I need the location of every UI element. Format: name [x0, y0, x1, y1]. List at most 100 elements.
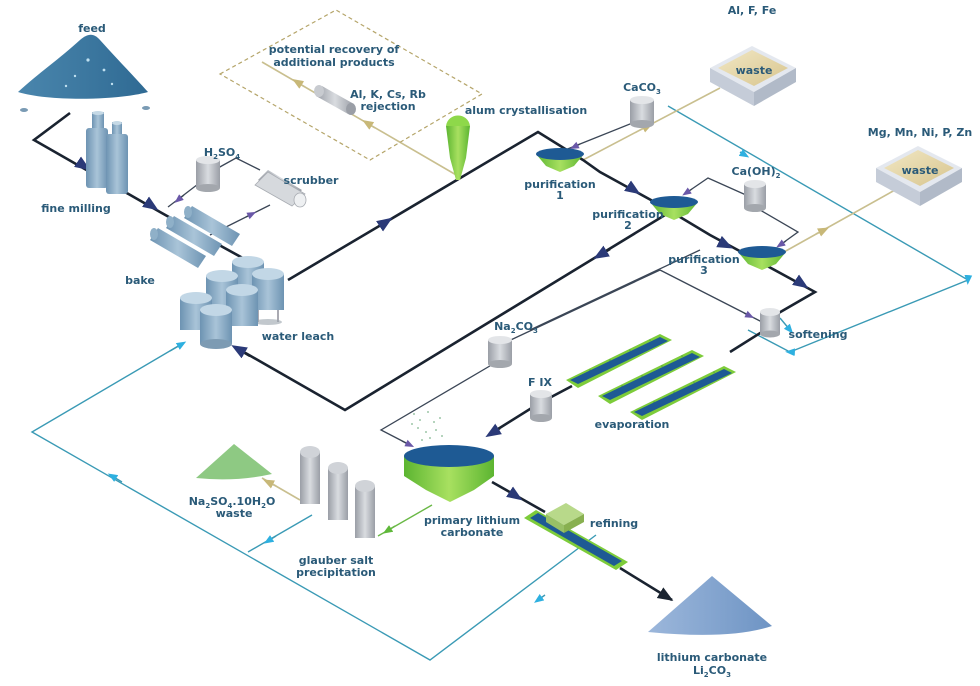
main-arrow-2 — [142, 196, 159, 211]
main-arrow-return — [593, 245, 611, 260]
main-arrow-leach — [231, 345, 251, 359]
recycle-loop-lines — [30, 105, 973, 661]
label-na2so4: Na2SO4.10H2O — [189, 495, 276, 510]
product-pile-icon — [648, 576, 772, 635]
recycle-arrow-right — [738, 149, 750, 158]
label-h2so4: H2SO4 — [204, 146, 240, 161]
glauber-waste-arrow — [262, 479, 277, 489]
label-glauber-line1: glauber salt — [299, 554, 374, 567]
labels: feed fine milling H2SO4 scrubber bake wa… — [41, 4, 972, 679]
na2co3-softening-arrow — [743, 310, 755, 319]
main-line-to-product — [619, 566, 674, 602]
caco3-tank-icon — [630, 96, 654, 128]
label-purification1-num: 1 — [556, 189, 564, 202]
na2so4-waste-pile-icon — [196, 444, 272, 480]
na2co3-upper-line — [499, 269, 661, 346]
label-refining: refining — [590, 517, 638, 530]
recovery-arrow — [292, 79, 306, 89]
recycle-line-glauber — [247, 514, 313, 553]
main-arrow-6 — [792, 274, 809, 289]
main-arrow-refining — [506, 486, 523, 501]
caco3-arrow — [569, 141, 581, 150]
label-purification3-num: 3 — [700, 264, 708, 277]
na2co3-tank-icon — [488, 336, 512, 368]
caoh2-arrow-a — [682, 187, 693, 196]
fine-milling-icon — [86, 111, 128, 194]
precipitate-particles-icon — [411, 411, 443, 441]
alum-crystalliser-icon — [446, 115, 470, 180]
label-caoh2: Ca(OH)2 — [732, 165, 781, 180]
label-waste1-elements: Al, F, Fe — [728, 4, 777, 17]
label-recovery-line1: potential recovery of — [269, 43, 400, 56]
label-evaporation: evaporation — [595, 418, 670, 431]
h2so4-tank-icon — [196, 156, 220, 192]
label-na2co3: Na2CO3 — [494, 320, 538, 335]
label-fine-milling: fine milling — [41, 202, 111, 215]
na2co3-lower-line — [379, 359, 501, 446]
main-line-feed-to-bake — [31, 111, 251, 264]
main-arrow-1 — [74, 156, 91, 171]
label-primary-li2co3-line1: primary lithium — [424, 514, 520, 527]
h2so4-arrow — [174, 194, 185, 203]
recycle-arrow-to-leach — [169, 341, 187, 352]
scrubber-arrow — [245, 211, 257, 220]
recycle-line-left-loop — [30, 344, 597, 661]
glauber-columns-icon — [300, 446, 375, 538]
potential-recovery-box — [218, 9, 484, 161]
label-bake: bake — [125, 274, 155, 287]
caoh2-line-b — [759, 209, 800, 246]
label-purification3: purification — [668, 253, 739, 266]
feed-pile-icon — [18, 34, 150, 112]
main-arrow-3 — [376, 217, 393, 232]
caoh2-arrow-b — [776, 239, 787, 248]
label-waste1: waste — [736, 64, 773, 77]
label-fix: F IX — [528, 376, 552, 389]
caoh2-line-a — [685, 177, 747, 196]
main-line-return-to-leach — [234, 213, 666, 412]
main-arrow-fix — [485, 423, 502, 438]
rejection-vessel-icon — [314, 85, 356, 115]
label-rejection-line2: rejection — [360, 100, 415, 113]
bake-kiln-icon — [150, 206, 240, 268]
recycle-arrow-left — [107, 473, 123, 483]
label-product-line1: lithium carbonate — [657, 651, 767, 664]
label-primary-li2co3-line2: carbonate — [441, 526, 504, 539]
main-arrow-4 — [624, 180, 641, 195]
product-green-line — [377, 504, 433, 537]
recycle-arrow-bottom — [534, 593, 546, 603]
waste-arrow-2 — [815, 227, 830, 237]
evaporation-ponds-icon — [566, 334, 736, 420]
purification-1-thickener-icon — [536, 148, 584, 172]
na2co3-arrow — [401, 439, 415, 448]
label-rejection-line1: Al, K, Cs, Rb — [350, 88, 426, 101]
fix-column-icon — [530, 390, 552, 422]
label-purification2-num: 2 — [624, 219, 632, 232]
purification-2-thickener-icon — [650, 196, 698, 220]
recycle-line-right — [667, 105, 973, 357]
waste-line-2 — [783, 189, 896, 253]
label-glauber-line2: precipitation — [296, 566, 376, 579]
label-purification1: purification — [524, 178, 595, 191]
water-leach-tanks-icon — [180, 256, 284, 349]
purification-3-thickener-icon — [738, 246, 786, 270]
h2so4-scrubber-link — [217, 157, 261, 171]
waste-bin-1-icon — [710, 46, 796, 106]
primary-precipitator-icon — [404, 445, 494, 502]
label-waste2: waste — [902, 164, 939, 177]
caoh2-tank-icon — [744, 180, 766, 212]
alum-rejection-line — [261, 61, 459, 177]
na2co3-feed-line — [529, 249, 701, 331]
label-feed: feed — [78, 22, 106, 35]
label-scrubber: scrubber — [284, 174, 340, 187]
waste-lines — [261, 61, 896, 501]
label-alum-crystallisation: alum crystallisation — [465, 104, 587, 117]
waste-bin-2-icon — [876, 146, 962, 206]
label-recovery-line2: additional products — [273, 56, 395, 69]
recycle-arrow-glauber — [263, 535, 277, 544]
refining-unit-icon — [524, 503, 628, 570]
label-softening: softening — [789, 328, 848, 341]
label-water-leach: water leach — [262, 330, 335, 343]
recycle-line-softening — [779, 317, 794, 334]
main-arrow-5 — [716, 235, 733, 249]
